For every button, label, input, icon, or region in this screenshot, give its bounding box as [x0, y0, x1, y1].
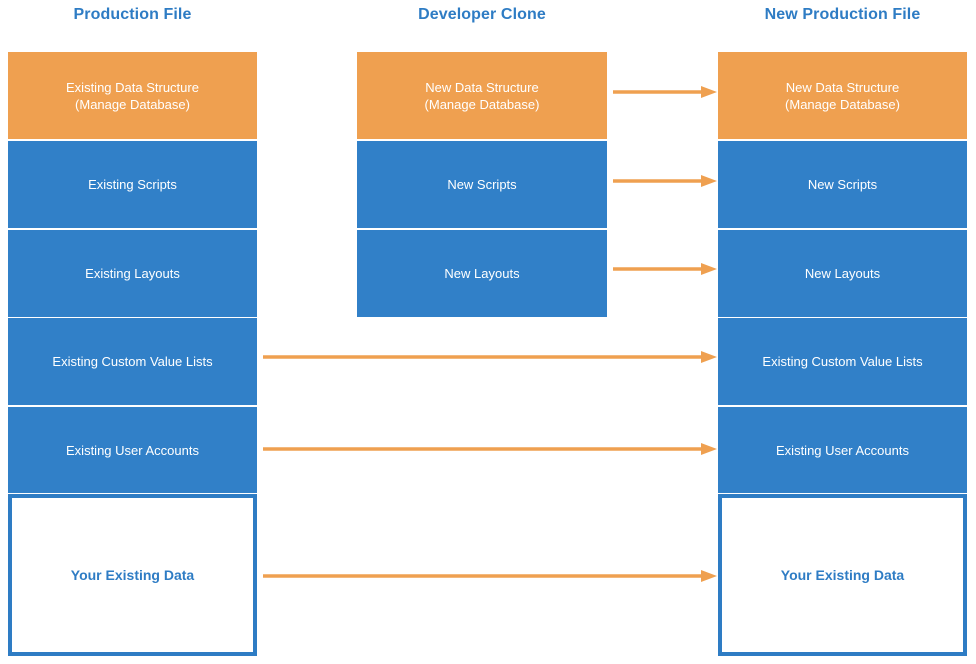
block-new-scripts: New Scripts	[357, 141, 607, 228]
block-existing-layouts: Existing Layouts	[8, 230, 257, 317]
block-new-scripts-target: New Scripts	[718, 141, 967, 228]
block-existing-custom-value-lists: Existing Custom Value Lists	[8, 318, 257, 405]
block-label-line1: New Layouts	[444, 266, 520, 281]
block-label-line1: Existing User Accounts	[776, 442, 909, 458]
block-label-line1: New Scripts	[807, 177, 878, 192]
arrow-new-scripts-icon	[613, 173, 717, 189]
block-existing-user-accounts: Existing User Accounts	[8, 407, 257, 493]
block-label-line1: Existing Custom Value Lists	[762, 354, 923, 369]
arrow-new-layouts-icon	[613, 261, 717, 277]
block-label-line1: New Data Structure	[425, 79, 539, 95]
block-label-line1: Existing Scripts	[88, 177, 177, 192]
block-label-line1: New Scripts	[447, 177, 517, 192]
block-label-line1: Existing Layouts	[85, 266, 180, 281]
block-label-line1: Your Existing Data	[70, 566, 195, 583]
block-label-line1: New Layouts	[804, 266, 881, 281]
block-label-line1: Existing Custom Value Lists	[52, 354, 213, 369]
column-header-new-production-file: New Production File	[764, 6, 921, 23]
arrow-new-data-structure-icon	[613, 84, 717, 100]
block-new-data-structure-target: New Data Structure (Manage Database)	[718, 52, 967, 139]
block-existing-user-accounts-target: Existing User Accounts	[718, 407, 967, 493]
block-label-line2: (Manage Database)	[75, 96, 190, 112]
block-label-line1: Your Existing Data	[780, 566, 905, 583]
column-header-developer-clone: Developer Clone	[418, 6, 546, 23]
block-your-existing-data-target: Your Existing Data	[718, 494, 967, 656]
arrow-existing-custom-value-lists-icon	[263, 349, 717, 365]
block-label-line2: (Manage Database)	[785, 96, 900, 112]
block-label-line1: Existing User Accounts	[66, 442, 199, 458]
arrow-your-existing-data-icon	[263, 568, 717, 584]
block-label-line1: Existing Data Structure	[66, 79, 199, 95]
block-new-layouts: New Layouts	[357, 230, 607, 317]
block-label-line2: (Manage Database)	[424, 96, 540, 112]
block-new-data-structure: New Data Structure (Manage Database)	[357, 52, 607, 139]
block-your-existing-data: Your Existing Data	[8, 494, 257, 656]
block-existing-custom-value-lists-target: Existing Custom Value Lists	[718, 318, 967, 405]
block-new-layouts-target: New Layouts	[718, 230, 967, 317]
block-existing-scripts: Existing Scripts	[8, 141, 257, 228]
block-existing-data-structure: Existing Data Structure (Manage Database…	[8, 52, 257, 139]
arrow-existing-user-accounts-icon	[263, 441, 717, 457]
block-label-line1: New Data Structure	[785, 79, 900, 95]
column-header-production-file: Production File	[73, 6, 192, 23]
